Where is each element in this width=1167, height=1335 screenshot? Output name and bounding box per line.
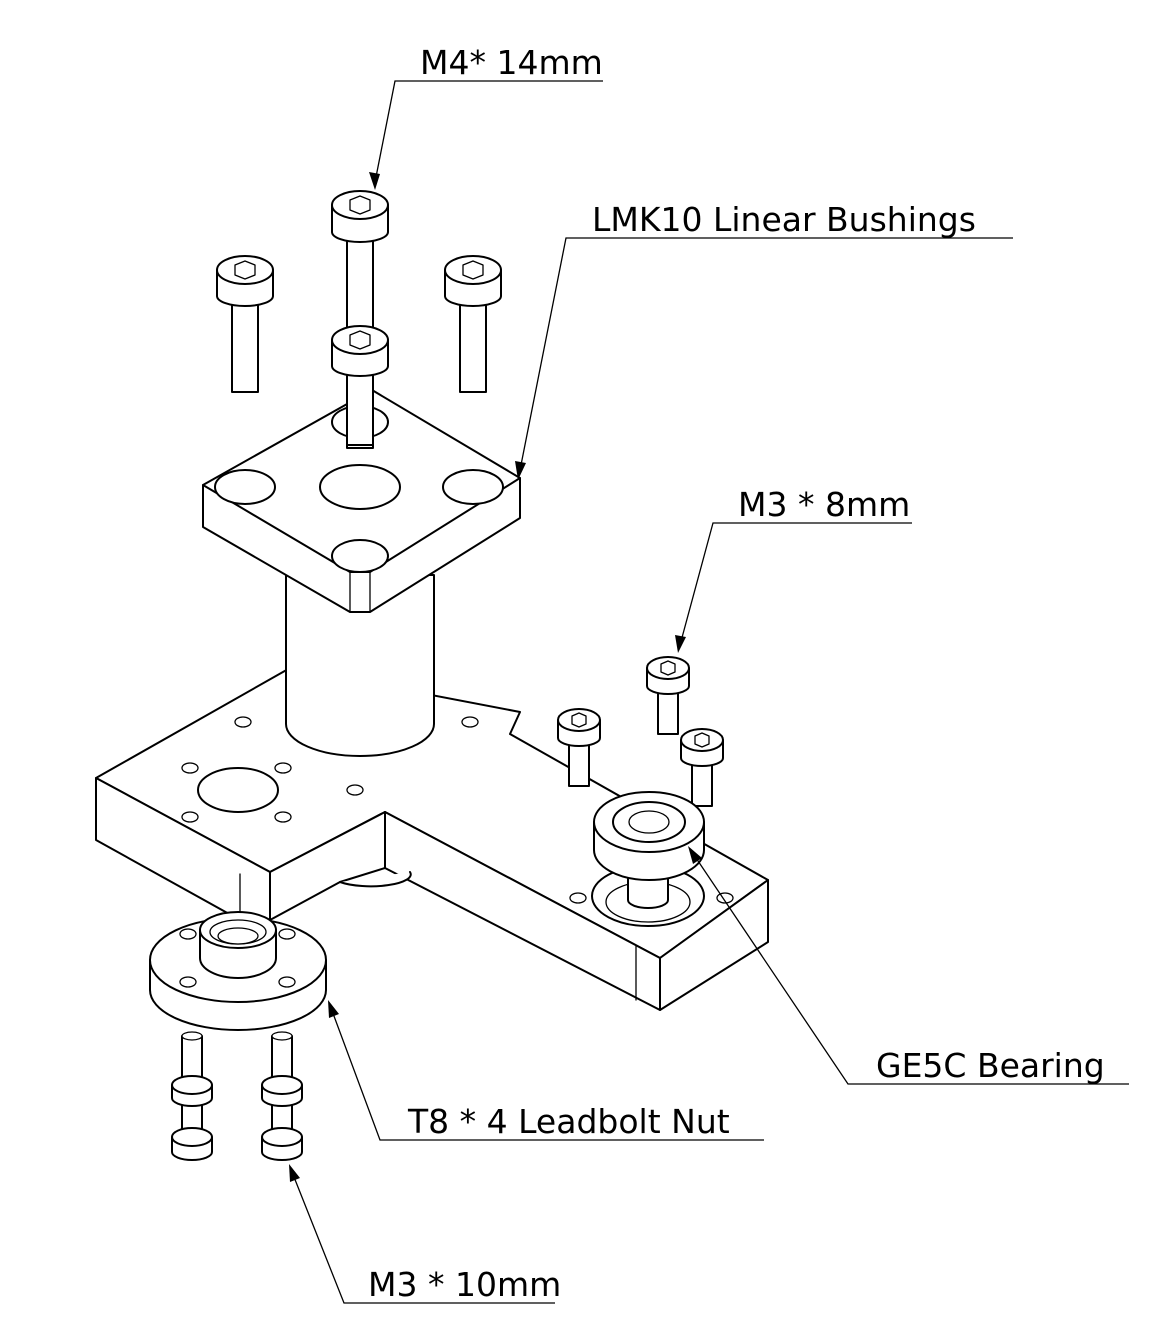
callout-label-m3-8: M3 * 8mm [738, 485, 910, 524]
m3-screw-1 [646, 656, 690, 735]
base-plate [95, 667, 769, 1011]
callout-label-ge5c: GE5C Bearing [876, 1046, 1105, 1085]
callout-label-m4-screw: M4* 14mm [420, 43, 603, 82]
m4-screw-left [216, 255, 274, 393]
callout-label-m3-10: M3 * 10mm [368, 1265, 561, 1304]
m3-screw-3 [680, 728, 724, 807]
ge5c-bearing [593, 791, 705, 909]
m4-screw-right [444, 255, 502, 393]
callout-label-lmk10: LMK10 Linear Bushings [592, 200, 976, 239]
callout-m3-10: M3 * 10mm [289, 1164, 561, 1304]
callout-lmk10: LMK10 Linear Bushings [515, 200, 1013, 480]
m3-screw-10-right [261, 1031, 303, 1161]
m3-screw-2 [557, 708, 601, 787]
callout-ge5c: GE5C Bearing [688, 846, 1129, 1085]
callout-label-t8-nut: T8 * 4 Leadbolt Nut [407, 1102, 730, 1141]
lmk10-bushing [202, 389, 521, 757]
callout-m4-screw: M4* 14mm [369, 43, 603, 190]
t8-leadscrew-nut [149, 911, 327, 1031]
callout-m3-8: M3 * 8mm [675, 485, 912, 653]
m3-screw-10-left [171, 1031, 213, 1161]
callout-t8-nut: T8 * 4 Leadbolt Nut [328, 1000, 764, 1141]
m4-screw-center-lower [331, 325, 389, 446]
underside-boss [339, 871, 412, 888]
